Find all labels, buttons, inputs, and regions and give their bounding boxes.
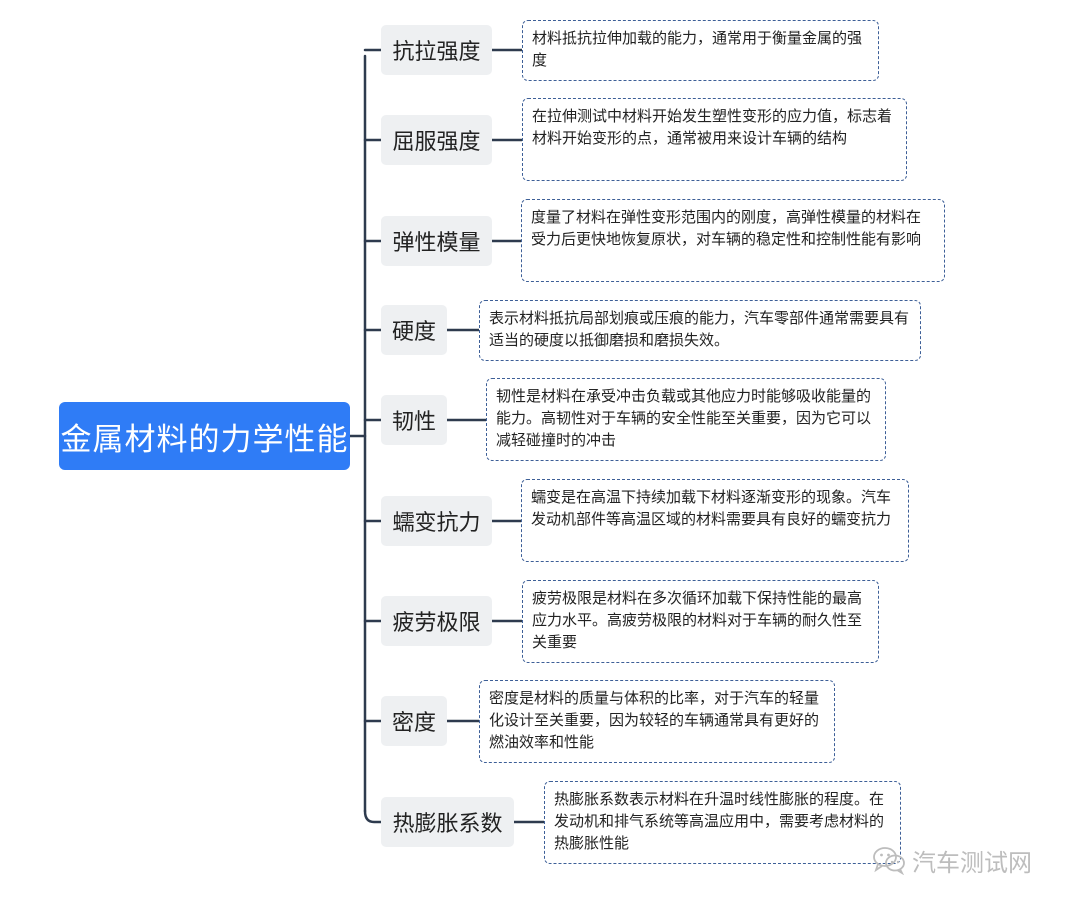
watermark: 汽车测试网 [872, 842, 1032, 878]
desc-text: 热膨胀系数表示材料在升温时线性膨胀的程度。在发动机和排气系统等高温应用中，需要考… [554, 790, 885, 852]
topic-density[interactable]: 密度 [381, 696, 447, 746]
root-topic-label: 金属材料的力学性能 [60, 421, 349, 458]
desc-text: 在拉伸测试中材料开始发生塑性变形的应力值，标志着材料开始变形的点，通常被用来设计… [532, 107, 893, 147]
topic-elastic-modulus[interactable]: 弹性模量 [381, 216, 492, 266]
topic-label: 疲劳极限 [392, 611, 481, 636]
wechat-icon [873, 847, 905, 875]
watermark-text: 汽车测试网 [912, 848, 1032, 877]
desc-thermal-expansion: 热膨胀系数表示材料在升温时线性膨胀的程度。在发动机和排气系统等高温应用中，需要考… [544, 781, 901, 864]
desc-hardness: 表示材料抵抗局部划痕或压痕的能力，汽车零部件通常需要具有适当的硬度以抵御磨损和磨… [479, 300, 921, 361]
topic-label: 热膨胀系数 [392, 812, 503, 837]
root-topic[interactable]: 金属材料的力学性能 [59, 402, 350, 470]
desc-text: 蠕变是在高温下持续加载下材料逐渐变形的现象。汽车发动机部件等高温区域的材料需要具… [531, 488, 892, 528]
desc-text: 韧性是材料在承受冲击负载或其他应力时能够吸收能量的能力。高韧性对于车辆的安全性能… [496, 387, 872, 449]
desc-elastic-modulus: 度量了材料在弹性变形范围内的刚度，高弹性模量的材料在受力后更快地恢复原状，对车辆… [521, 199, 945, 282]
desc-text: 疲劳极限是材料在多次循环加载下保持性能的最高应力水平。高疲劳极限的材料对于车辆的… [532, 589, 863, 651]
topic-thermal-expansion[interactable]: 热膨胀系数 [381, 797, 514, 847]
topic-tensile-strength[interactable]: 抗拉强度 [381, 25, 492, 75]
topic-label: 抗拉强度 [392, 40, 481, 65]
topic-hardness[interactable]: 硬度 [381, 305, 447, 355]
desc-text: 表示材料抵抗局部划痕或压痕的能力，汽车零部件通常需要具有适当的硬度以抵御磨损和磨… [489, 309, 910, 349]
desc-toughness: 韧性是材料在承受冲击负载或其他应力时能够吸收能量的能力。高韧性对于车辆的安全性能… [486, 378, 886, 461]
desc-fatigue-limit: 疲劳极限是材料在多次循环加载下保持性能的最高应力水平。高疲劳极限的材料对于车辆的… [522, 580, 879, 663]
topic-creep-resistance[interactable]: 蠕变抗力 [381, 496, 492, 546]
desc-density: 密度是材料的质量与体积的比率，对于汽车的轻量化设计至关重要，因为较轻的车辆通常具… [479, 680, 835, 763]
topic-label: 密度 [391, 711, 436, 736]
topic-label: 弹性模量 [392, 231, 481, 256]
desc-creep-resistance: 蠕变是在高温下持续加载下材料逐渐变形的现象。汽车发动机部件等高温区域的材料需要具… [521, 479, 909, 562]
topic-label: 蠕变抗力 [392, 511, 481, 536]
topic-label: 韧性 [391, 410, 436, 435]
desc-text: 密度是材料的质量与体积的比率，对于汽车的轻量化设计至关重要，因为较轻的车辆通常具… [489, 689, 820, 751]
topic-toughness[interactable]: 韧性 [381, 395, 447, 445]
topic-label: 屈服强度 [392, 130, 481, 155]
desc-text: 度量了材料在弹性变形范围内的刚度，高弹性模量的材料在受力后更快地恢复原状，对车辆… [531, 208, 922, 248]
topic-fatigue-limit[interactable]: 疲劳极限 [381, 596, 492, 646]
desc-yield-strength: 在拉伸测试中材料开始发生塑性变形的应力值，标志着材料开始变形的点，通常被用来设计… [522, 98, 907, 181]
topic-label: 硬度 [391, 320, 436, 345]
desc-text: 材料抵抗拉伸加载的能力，通常用于衡量金属的强度 [532, 29, 863, 69]
desc-tensile-strength: 材料抵抗拉伸加载的能力，通常用于衡量金属的强度 [522, 20, 879, 81]
topic-yield-strength[interactable]: 屈服强度 [381, 115, 492, 165]
